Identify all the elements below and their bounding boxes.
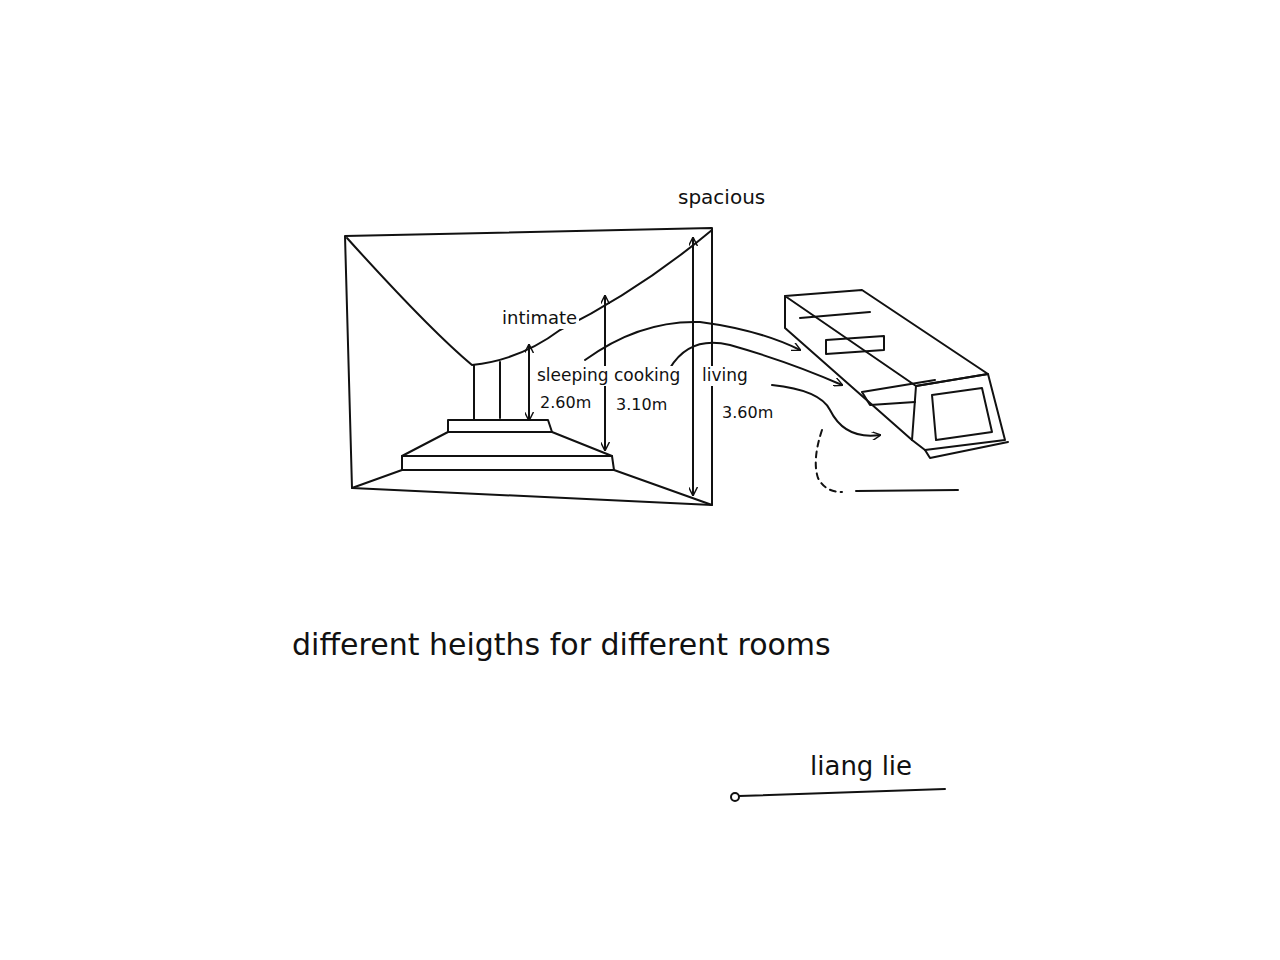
box-base [925,442,1008,458]
caption: different heigths for different rooms [290,628,833,663]
flow-arrow [585,322,800,360]
annotation-label: 3.10m [614,396,669,414]
height-arrow [528,345,530,420]
annotation-label: 2.60m [538,394,593,412]
annotation-label: cooking [612,366,682,386]
annotation-label: spacious [676,186,767,209]
signature-dot [731,793,739,801]
ground-line [856,490,958,491]
dashed-path [816,430,842,492]
floor-lines [352,470,712,505]
room-frame [345,228,712,505]
lower-step [402,456,614,470]
upper-step [448,420,552,432]
box-opening [932,388,992,440]
signature: liang lie [808,752,914,782]
annotation-label: 3.60m [720,404,775,422]
flow-arrow [670,343,842,385]
back-wall [474,362,500,420]
height-arrow [692,238,694,495]
annotation-label: living [700,366,750,386]
box-top [785,290,988,386]
signature-line [739,789,945,796]
step-edges [402,432,612,456]
box-inner-levels [800,312,935,405]
annotation-label: sleeping [535,366,611,386]
box-front [912,374,1005,450]
annotation-label: intimate [500,308,579,329]
